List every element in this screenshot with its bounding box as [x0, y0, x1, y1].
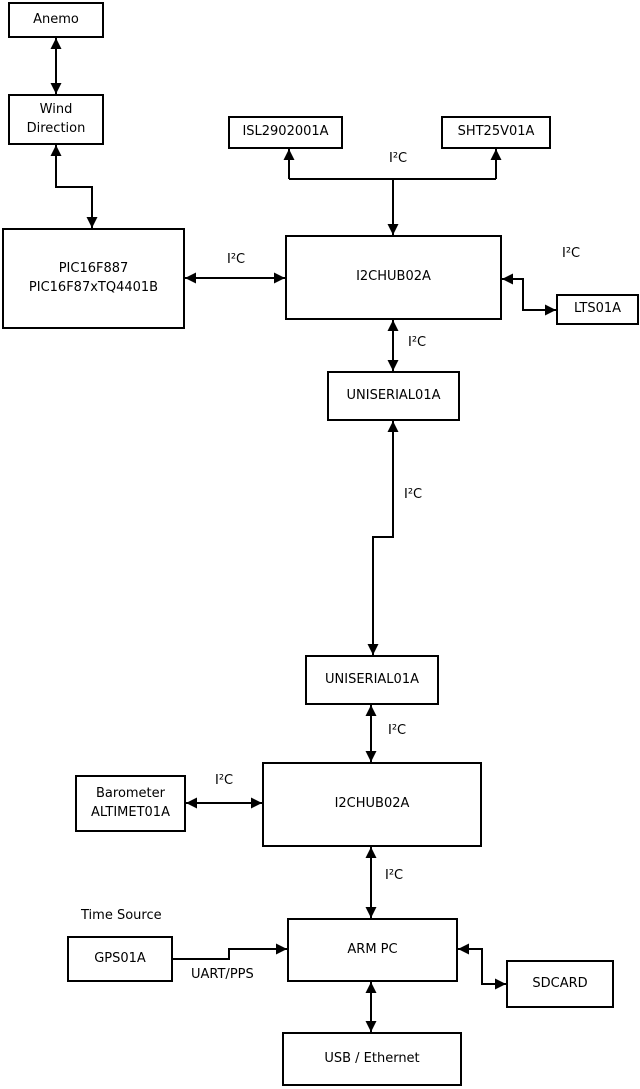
node-barometer-label-line2: ALTIMET01A: [91, 804, 170, 820]
edge-label-i2c-hub2-armpc: I²C: [385, 868, 404, 883]
node-usb-ethernet: USB / Ethernet: [282, 1032, 462, 1086]
node-sdcard-label: SDCARD: [532, 975, 588, 991]
node-uniserial01a-2: UNISERIAL01A: [305, 655, 439, 705]
node-lts01a: LTS01A: [556, 294, 639, 325]
node-i2chub02a-1-label: I2CHUB02A: [356, 269, 431, 285]
node-pic16f887-label-line1: PIC16F887: [58, 260, 129, 276]
node-isl2902001a: ISL2902001A: [228, 116, 343, 149]
edge-winddirection-pic: [50, 145, 98, 228]
node-sht25v01a: SHT25V01A: [441, 116, 551, 149]
edge-label-i2c-uniserial-link: I²C: [404, 487, 423, 502]
node-isl2902001a-label: ISL2902001A: [242, 124, 329, 140]
node-anemo: Anemo: [8, 2, 104, 38]
node-pic16f887: PIC16F887 PIC16F87xTQ4401B: [2, 228, 185, 329]
edge-label-uart-pps: UART/PPS: [191, 967, 254, 982]
node-pic16f887-label-line2: PIC16F87xTQ4401B: [28, 279, 159, 295]
node-gps01a-label: GPS01A: [94, 950, 146, 966]
node-arm-pc-label: ARM PC: [347, 941, 398, 957]
edge-label-i2c-sensors-top: I²C: [389, 151, 408, 166]
node-uniserial01a-1: UNISERIAL01A: [327, 371, 460, 421]
node-i2chub02a-2-label: I2CHUB02A: [334, 796, 410, 812]
node-barometer-label-line1: Barometer: [96, 785, 165, 801]
edge-hub1-lts: [502, 273, 556, 316]
edge-label-i2c-pic-hub1: I²C: [227, 252, 246, 267]
node-wind-direction-label-line2: Direction: [26, 120, 86, 136]
node-usb-ethernet-label: USB / Ethernet: [324, 1050, 420, 1066]
edge-uniserial1-uniserial2: [367, 421, 399, 655]
edge-label-i2c-barometer-hub2: I²C: [215, 773, 234, 788]
node-i2chub02a-2: I2CHUB02A: [262, 762, 482, 847]
edge-gps-armpc: [173, 943, 287, 960]
edge-label-i2c-hub1-lts: I²C: [562, 246, 581, 261]
edge-label-i2c-uniserial2-hub2: I²C: [388, 723, 407, 738]
node-gps01a: GPS01A: [67, 936, 173, 982]
node-arm-pc: ARM PC: [287, 918, 458, 982]
node-barometer-altimet01a: Barometer ALTIMET01A: [75, 775, 186, 832]
edge-label-i2c-hub1-uniserial1: I²C: [408, 335, 427, 350]
node-wind-direction-label-line1: Wind: [39, 101, 73, 117]
node-sdcard: SDCARD: [506, 960, 614, 1008]
edge-label-time-source: Time Source: [81, 908, 162, 923]
node-uniserial01a-2-label: UNISERIAL01A: [325, 671, 419, 687]
node-lts01a-label: LTS01A: [573, 301, 622, 317]
node-sht25v01a-label: SHT25V01A: [457, 124, 535, 140]
node-anemo-label: Anemo: [33, 11, 79, 27]
node-i2chub02a-1: I2CHUB02A: [285, 235, 502, 320]
node-uniserial01a-1-label: UNISERIAL01A: [346, 387, 441, 403]
edge-armpc-sdcard: [458, 943, 506, 990]
node-wind-direction: Wind Direction: [8, 94, 104, 145]
